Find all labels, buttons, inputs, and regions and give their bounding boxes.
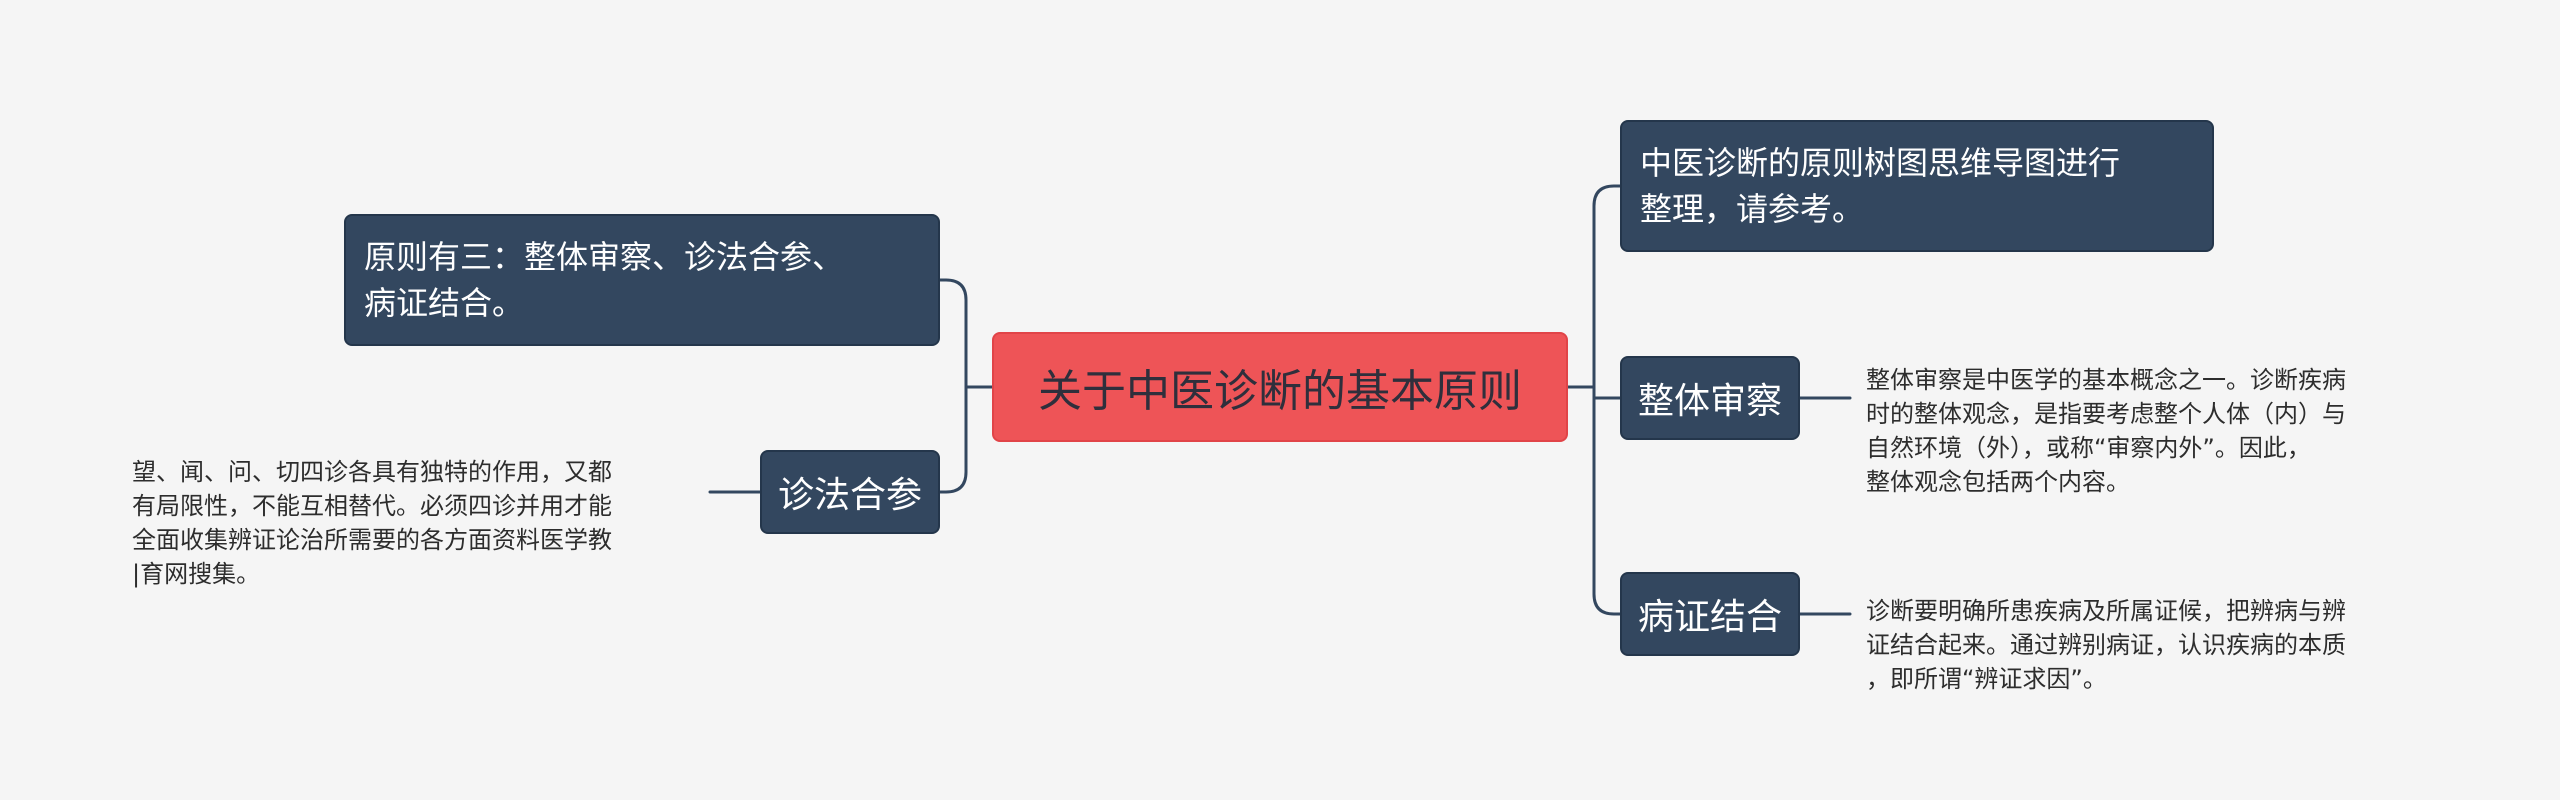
method-topic[interactable]: 诊法合参	[760, 450, 940, 534]
root-topic[interactable]: 关于中医诊断的基本原则	[992, 332, 1568, 442]
intro-topic-label: 中医诊断的原则树图思维导图进行 整理，请参考。	[1640, 144, 2121, 228]
holistic-note: 整体审察是中医学的基本概念之一。诊断疾病 时的整体观念，是指要考虑整个人体（内）…	[1866, 329, 2446, 499]
method-note: 望、闻、问、切四诊各具有独特的作用，又都 有局限性，不能互相替代。必须四诊并用才…	[132, 421, 712, 591]
disease-note: 诊断要明确所患疾病及所属证候，把辨病与辨 证结合起来。通过辨别病证，认识疾病的本…	[1866, 560, 2446, 696]
left-trunk	[938, 278, 968, 494]
method-note-text: 望、闻、问、切四诊各具有独特的作用，又都 有局限性，不能互相替代。必须四诊并用才…	[132, 458, 612, 588]
holistic-topic[interactable]: 整体审察	[1620, 356, 1800, 440]
root-topic-label: 关于中医诊断的基本原则	[1038, 366, 1522, 417]
holistic-topic-label: 整体审察	[1637, 381, 1782, 422]
principles-topic-label: 原则有三：整体审察、诊法合参、 病证结合。	[364, 238, 845, 322]
holistic-note-text: 整体审察是中医学的基本概念之一。诊断疾病 时的整体观念，是指要考虑整个人体（内）…	[1866, 366, 2346, 496]
principles-topic[interactable]: 原则有三：整体审察、诊法合参、 病证结合。	[344, 214, 940, 346]
intro-topic[interactable]: 中医诊断的原则树图思维导图进行 整理，请参考。	[1620, 120, 2214, 252]
right-trunk	[1592, 184, 1622, 616]
disease-topic-label: 病证结合	[1637, 597, 1782, 638]
disease-topic[interactable]: 病证结合	[1620, 572, 1800, 656]
disease-note-text: 诊断要明确所患疾病及所属证候，把辨病与辨 证结合起来。通过辨别病证，认识疾病的本…	[1866, 597, 2346, 693]
method-topic-label: 诊法合参	[777, 475, 922, 516]
